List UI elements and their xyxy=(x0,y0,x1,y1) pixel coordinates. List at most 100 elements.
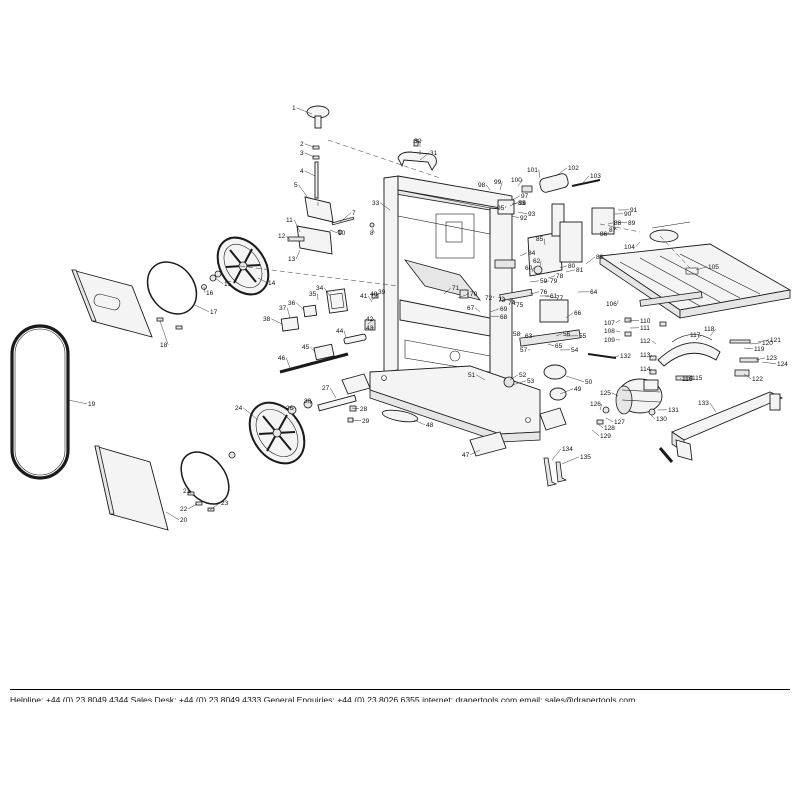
part-label-134: 134 xyxy=(562,446,573,453)
part-label-101: 101 xyxy=(527,167,538,174)
tension-knob xyxy=(306,105,330,129)
part-label-86: 86 xyxy=(600,231,608,238)
part-label-83: 83 xyxy=(518,200,526,207)
part-label-1: 1 xyxy=(292,105,296,112)
part-label-125: 125 xyxy=(600,390,611,397)
leader-line-18 xyxy=(159,320,169,345)
part-label-110: 110 xyxy=(640,318,651,325)
leader-line-82 xyxy=(585,256,596,265)
leader-line-132 xyxy=(609,355,620,359)
leader-line-13 xyxy=(295,249,301,259)
leader-line-84 xyxy=(519,252,528,257)
part-label-78: 78 xyxy=(556,273,564,280)
leader-line-51 xyxy=(476,374,486,381)
leader-line-127 xyxy=(605,417,614,422)
leader-line-3 xyxy=(304,152,315,158)
part-label-27: 27 xyxy=(322,385,330,392)
part-label-107: 107 xyxy=(604,320,615,327)
leader-line-33 xyxy=(380,202,391,211)
part-label-11: 11 xyxy=(286,217,293,224)
leader-line-107 xyxy=(615,319,621,323)
leader-line-74 xyxy=(509,297,517,303)
lower-wheel xyxy=(248,401,306,465)
leader-line-67 xyxy=(475,307,481,313)
part-label-29: 29 xyxy=(362,418,370,425)
leader-line-40 xyxy=(371,293,379,301)
leader-line-87 xyxy=(613,227,618,230)
leader-line-30 xyxy=(309,400,313,405)
leader-line-66 xyxy=(565,312,574,319)
part-label-59: 59 xyxy=(540,278,548,285)
rip-fence-133 xyxy=(658,391,784,463)
leader-line-37 xyxy=(286,307,291,319)
trunnion-bracket-34 xyxy=(280,288,348,332)
leader-line-118 xyxy=(709,328,716,337)
leader-line-75 xyxy=(513,299,516,305)
leader-line-45 xyxy=(310,346,316,353)
part-label-63: 63 xyxy=(525,333,533,340)
part-label-93: 93 xyxy=(528,211,536,218)
foot-pads xyxy=(341,373,567,457)
part-label-121: 121 xyxy=(770,337,781,344)
part-label-81: 81 xyxy=(576,267,584,274)
part-label-82: 82 xyxy=(596,254,604,261)
leader-line-102 xyxy=(555,167,568,177)
leader-line-22 xyxy=(188,503,198,509)
part-label-98: 98 xyxy=(478,182,486,189)
part-label-46: 46 xyxy=(278,355,286,362)
part-label-127: 127 xyxy=(614,419,625,426)
leader-line-122 xyxy=(743,373,752,379)
leader-line-72 xyxy=(492,295,495,298)
leader-line-96 xyxy=(511,202,519,205)
leader-line-53 xyxy=(511,380,527,386)
part-label-34: 34 xyxy=(316,285,324,292)
leader-line-105 xyxy=(695,266,708,271)
leader-line-56 xyxy=(555,333,563,337)
part-label-128: 128 xyxy=(604,425,615,432)
part-label-106: 106 xyxy=(606,301,617,308)
leader-line-126 xyxy=(599,403,603,411)
leader-line-108 xyxy=(615,330,621,333)
leader-line-133 xyxy=(709,402,717,413)
leader-line-36 xyxy=(296,302,305,311)
leader-line-42 xyxy=(367,318,375,325)
part-label-73: 73 xyxy=(498,297,506,304)
leader-line-17 xyxy=(194,304,210,313)
upper-tyre xyxy=(146,261,198,315)
part-label-57: 57 xyxy=(520,347,528,354)
upper-guide-assembly xyxy=(497,173,615,235)
leader-line-77 xyxy=(544,295,556,299)
leader-line-120 xyxy=(749,342,762,345)
part-label-104: 104 xyxy=(624,244,635,251)
footer-divider xyxy=(10,689,790,690)
part-label-122: 122 xyxy=(752,376,763,383)
part-label-123: 123 xyxy=(766,355,777,362)
tension-rod xyxy=(312,145,320,199)
saw-table xyxy=(598,243,792,319)
footer-contact-info: Helpline: +44 (0) 23 8049 4344 Sales Des… xyxy=(10,695,636,702)
leader-line-62 xyxy=(539,260,542,267)
leader-line-21 xyxy=(189,490,192,495)
leader-line-101 xyxy=(538,169,541,179)
leader-line-112 xyxy=(651,340,657,345)
part-label-7: 7 xyxy=(352,210,356,217)
leader-line-12 xyxy=(286,235,291,241)
part-label-74: 74 xyxy=(508,300,516,307)
part-label-58: 58 xyxy=(513,331,521,338)
part-label-113: 113 xyxy=(640,352,651,359)
leader-line-19 xyxy=(67,399,88,405)
leader-line-50 xyxy=(565,375,585,383)
leader-line-113 xyxy=(649,354,652,359)
leader-line-23 xyxy=(209,502,221,511)
part-label-64: 64 xyxy=(590,289,598,296)
leader-line-89 xyxy=(615,221,628,224)
part-label-12: 12 xyxy=(278,233,286,240)
motor-pulley-49-50 xyxy=(543,364,567,401)
leader-line-4 xyxy=(304,170,316,177)
leader-line-32 xyxy=(415,140,423,143)
part-label-100: 100 xyxy=(511,177,522,184)
leader-line-68 xyxy=(489,315,500,318)
part-label-117: 117 xyxy=(690,332,701,339)
part-label-129: 129 xyxy=(600,433,611,440)
leader-line-69 xyxy=(489,308,500,313)
